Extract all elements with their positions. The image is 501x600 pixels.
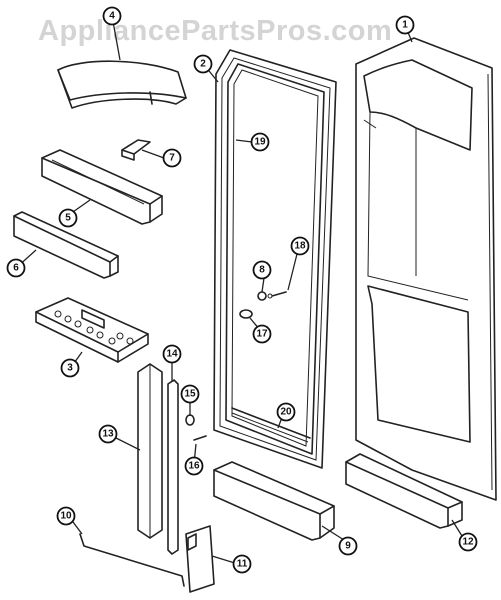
callout-1-label: 1 xyxy=(402,20,408,31)
callout-17: 17 xyxy=(252,324,272,344)
callout-9: 9 xyxy=(338,536,358,556)
callout-10-label: 10 xyxy=(60,511,72,522)
door-bin-lower xyxy=(345,453,463,529)
watermark-text: AppliancePartsPros.com xyxy=(38,15,392,47)
door-assembly xyxy=(355,37,497,501)
bracket-plate xyxy=(185,525,215,593)
callout-18-label: 18 xyxy=(294,241,306,252)
callout-13-label: 13 xyxy=(102,429,114,440)
callout-14: 14 xyxy=(162,344,182,364)
door-shelf-bar xyxy=(13,211,119,279)
callout-11: 11 xyxy=(232,554,252,574)
callout-8-label: 8 xyxy=(259,265,265,276)
callout-4-label: 4 xyxy=(109,11,115,22)
liner-bottom-trim xyxy=(231,407,311,443)
callout-18: 18 xyxy=(290,236,310,256)
callout-15-label: 15 xyxy=(184,389,196,400)
egg-tray xyxy=(35,297,149,363)
callout-3-label: 3 xyxy=(67,363,73,374)
screw-cap xyxy=(185,414,207,441)
door-liner xyxy=(225,63,325,455)
callout-8: 8 xyxy=(252,260,272,280)
door-bin xyxy=(213,461,335,541)
callout-2: 2 xyxy=(193,54,213,74)
vertical-strip xyxy=(167,379,179,555)
callout-16-label: 16 xyxy=(188,461,200,472)
dairy-bin xyxy=(41,149,163,225)
callout-7-label: 7 xyxy=(169,153,175,164)
dairy-door-cover xyxy=(57,60,187,109)
callout-1: 1 xyxy=(395,15,415,35)
callout-14-label: 14 xyxy=(166,349,178,360)
door-hardware xyxy=(239,291,287,319)
callout-3: 3 xyxy=(60,358,80,378)
callout-6: 6 xyxy=(6,258,26,278)
callout-16: 16 xyxy=(184,456,204,476)
callout-9-label: 9 xyxy=(345,541,351,552)
callout-7: 7 xyxy=(162,148,182,168)
callout-11-label: 11 xyxy=(237,559,248,570)
callout-15: 15 xyxy=(180,384,200,404)
callout-19-label: 19 xyxy=(254,137,266,148)
callout-13: 13 xyxy=(98,424,118,444)
callout-5-label: 5 xyxy=(65,213,71,224)
clip xyxy=(121,139,151,161)
callout-6-label: 6 xyxy=(13,263,19,274)
callout-5: 5 xyxy=(58,208,78,228)
callout-2-label: 2 xyxy=(200,59,206,70)
callout-12-label: 12 xyxy=(462,537,474,548)
door-gasket xyxy=(213,49,337,469)
callout-4: 4 xyxy=(102,6,122,26)
callout-20: 20 xyxy=(276,402,296,422)
vertical-channel xyxy=(137,363,163,539)
wire-rod xyxy=(79,533,185,587)
callout-10: 10 xyxy=(56,506,76,526)
callout-12: 12 xyxy=(458,532,478,552)
callout-17-label: 17 xyxy=(256,329,268,340)
callout-19: 19 xyxy=(250,132,270,152)
callout-20-label: 20 xyxy=(280,407,292,418)
